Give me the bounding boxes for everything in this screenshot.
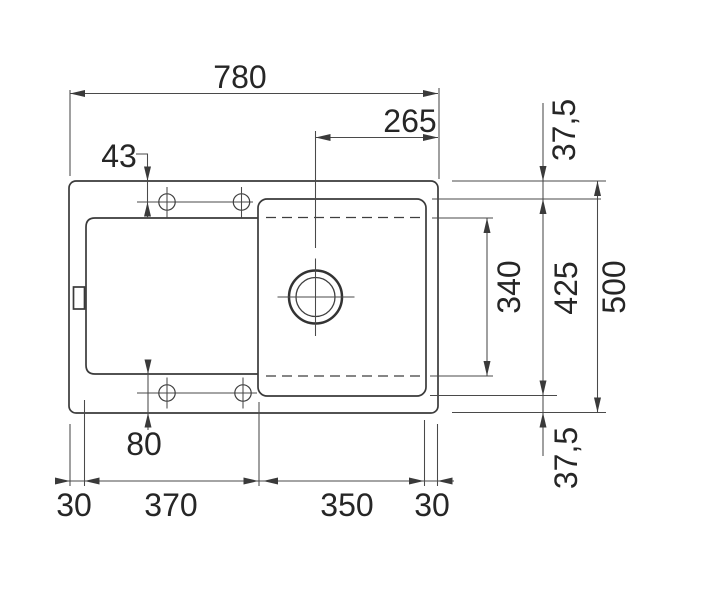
drainer-outline xyxy=(85,217,258,375)
arrow-right xyxy=(243,477,259,485)
dim-top-rim-label: 37,5 xyxy=(546,99,582,161)
arrow-left xyxy=(437,477,453,485)
arrow-up xyxy=(483,218,491,233)
arrow-right xyxy=(423,134,438,141)
arrow-up xyxy=(539,199,547,214)
dim-bowl-inner-depth: 340 xyxy=(483,218,527,376)
arrow-down xyxy=(483,361,491,376)
dim-drain-center-offset-label: 265 xyxy=(383,103,436,139)
arrow-down xyxy=(144,166,151,181)
right-extension-lines xyxy=(430,180,606,414)
dim-bowl-width-label: 350 xyxy=(320,487,373,523)
arrow-up xyxy=(539,412,547,428)
dim-left-rim-label: 30 xyxy=(56,487,92,523)
arrow-right xyxy=(423,90,438,97)
arrow-left xyxy=(70,90,85,97)
dim-overall-width-label: 780 xyxy=(213,59,266,95)
arrow-left xyxy=(315,134,331,141)
dim-tap-hole-bottom-offset: 80 xyxy=(126,359,162,462)
arrow-left xyxy=(84,477,100,485)
bowl-outline xyxy=(257,198,427,397)
arrow-down xyxy=(539,380,547,396)
arrow-left xyxy=(263,477,278,485)
arrow-up xyxy=(144,413,152,428)
dim-right-chain: 37,5 425 37,5 xyxy=(539,99,584,489)
dim-tap-hole-top-offset-label: 43 xyxy=(101,138,137,174)
arrow-down xyxy=(594,397,601,413)
dim-drainer-width-label: 370 xyxy=(144,487,197,523)
arrow-up xyxy=(594,181,601,196)
dim-overall-depth-label: 500 xyxy=(596,260,632,313)
dim-right-rim-label: 30 xyxy=(414,487,450,523)
leader-line xyxy=(136,153,149,218)
dim-tap-hole-bottom-offset-label: 80 xyxy=(126,426,162,462)
sink-rim-outline xyxy=(68,180,439,414)
arrow-down xyxy=(539,166,547,181)
arrow-up xyxy=(144,202,151,217)
overflow-slot xyxy=(72,286,86,310)
tap-holes-group xyxy=(137,187,257,409)
dim-tap-hole-top-offset: 43 xyxy=(101,138,151,218)
dim-drain-center-offset: 265 xyxy=(315,103,438,141)
dim-bottom-rim-label: 37,5 xyxy=(548,427,584,489)
arrow-right xyxy=(55,477,70,485)
arrow-down xyxy=(144,359,152,374)
dim-bottom-chain: 30 370 350 30 xyxy=(55,400,454,523)
dim-bowl-inner-depth-label: 340 xyxy=(491,260,527,313)
dim-overall-width: 780 xyxy=(69,59,440,179)
dim-bowl-depth-label: 425 xyxy=(548,261,584,314)
sink-outline-group xyxy=(68,131,439,414)
arrow-right xyxy=(409,477,424,485)
dim-overall-depth: 500 xyxy=(594,181,632,413)
